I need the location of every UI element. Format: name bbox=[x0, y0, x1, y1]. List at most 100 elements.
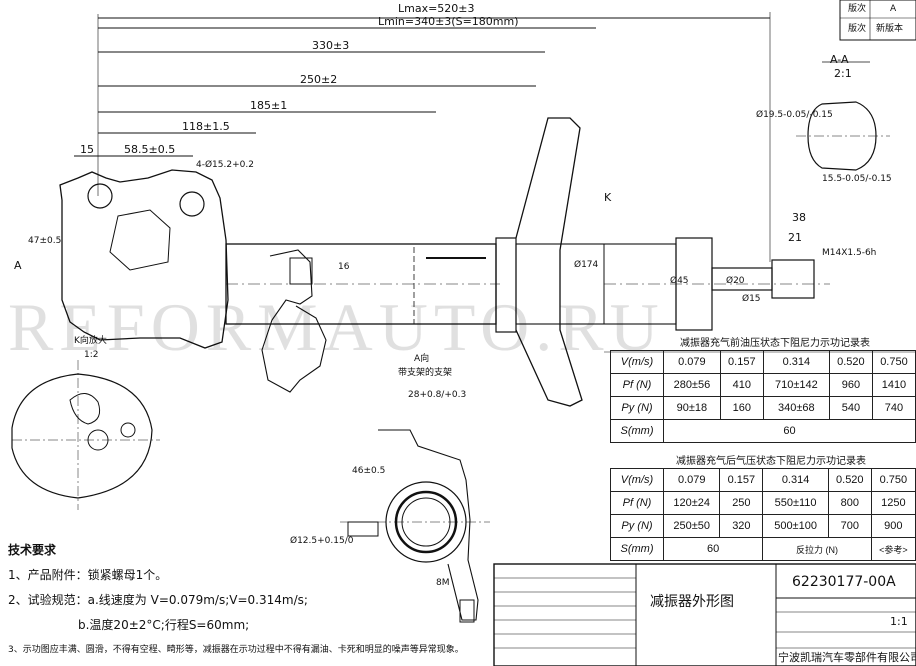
dim-38: 38 bbox=[792, 211, 806, 224]
dim-15: 15 bbox=[80, 143, 94, 156]
a-view-sub: 带支架的支架 bbox=[398, 368, 453, 378]
dim-174: Ø174 bbox=[574, 260, 599, 270]
table-cell: 1410 bbox=[871, 373, 916, 397]
table-cell: 0.314 bbox=[762, 468, 829, 492]
table-row: S(mm) 60 反拉力 (N) <参考> bbox=[610, 537, 916, 561]
part-number: 62230177-00A bbox=[792, 574, 896, 590]
view-k-marker: K bbox=[604, 191, 612, 204]
table-cell: V(m/s) bbox=[610, 350, 664, 374]
watermark: REFORMAUTO.RU bbox=[8, 289, 665, 365]
table-cell: Py (N) bbox=[610, 514, 664, 538]
technical-requirements: 技术要求 1、产品附件：锁紧螺母1个。 2、试验规范：a.线速度为 V=0.07… bbox=[8, 538, 464, 663]
dim-58: 58.5±0.5 bbox=[124, 143, 176, 156]
table-cell: S(mm) bbox=[610, 419, 664, 443]
table-cell: 160 bbox=[719, 396, 764, 420]
table-cell: 340±68 bbox=[762, 396, 830, 420]
k-view-label: K向放大 bbox=[74, 336, 107, 346]
table-row: Pf (N) 280±56 410 710±142 960 1410 bbox=[610, 373, 916, 397]
table-cell: Pf (N) bbox=[610, 373, 664, 397]
drawing-name: 减振器外形图 bbox=[650, 594, 734, 610]
table-cell: 0.520 bbox=[828, 350, 873, 374]
table-cell: 90±18 bbox=[663, 396, 721, 420]
table-cell: 0.520 bbox=[827, 468, 872, 492]
table2-title: 减振器充气后气压状态下阻尼力示功记录表 bbox=[676, 456, 866, 467]
table-cell: 250 bbox=[719, 491, 764, 515]
dim-lmin: Lmin=340±3(S=180mm) bbox=[378, 15, 519, 28]
table-cell: 120±24 bbox=[662, 491, 721, 515]
dim-185: 185±1 bbox=[250, 99, 288, 112]
table-cell: 0.750 bbox=[871, 350, 916, 374]
dim-118: 118±1.5 bbox=[182, 120, 230, 133]
table-cell: 0.079 bbox=[662, 468, 721, 492]
table-row: V(m/s) 0.079 0.157 0.314 0.520 0.750 bbox=[610, 468, 916, 492]
table-cell: 710±142 bbox=[762, 373, 830, 397]
table-cell: 250±50 bbox=[662, 514, 721, 538]
damping-table-2: V(m/s) 0.079 0.157 0.314 0.520 0.750 Pf … bbox=[610, 468, 916, 561]
table-cell: S(mm) bbox=[610, 537, 664, 561]
dim-250: 250±2 bbox=[300, 73, 338, 86]
dim-20: Ø20 bbox=[726, 276, 745, 286]
table-cell: 410 bbox=[719, 373, 764, 397]
company-name: 宁波凯瑞汽车零部件有限公司 bbox=[778, 651, 916, 664]
notes-title: 技术要求 bbox=[8, 543, 57, 557]
table-cell: 0.314 bbox=[762, 350, 830, 374]
dim-47: 47±0.5 bbox=[28, 236, 62, 246]
table-cell: 740 bbox=[871, 396, 916, 420]
table1-title: 减振器充气前油压状态下阻尼力示功记录表 bbox=[680, 338, 870, 349]
dim-lmax: Lmax=520±3 bbox=[398, 2, 475, 15]
table-cell: 320 bbox=[719, 514, 764, 538]
note-2b: b.温度20±2°C;行程S=60mm; bbox=[78, 618, 250, 632]
table-row: S(mm) 60 bbox=[610, 419, 916, 443]
table-cell: Pf (N) bbox=[610, 491, 664, 515]
table-cell: 反拉力 (N) bbox=[762, 537, 872, 561]
note-2: 2、试验规范：a.线速度为 V=0.079m/s;V=0.314m/s; bbox=[8, 593, 308, 607]
damping-table-1: V(m/s) 0.079 0.157 0.314 0.520 0.750 Pf … bbox=[610, 350, 916, 443]
table-cell: 550±110 bbox=[762, 491, 829, 515]
table-cell: 280±56 bbox=[663, 373, 721, 397]
section-aa-label: A-A bbox=[830, 53, 849, 66]
table-cell: 540 bbox=[828, 396, 873, 420]
table-cell: 900 bbox=[870, 514, 916, 538]
table-cell: 0.157 bbox=[719, 350, 764, 374]
dim-46: 46±0.5 bbox=[352, 466, 386, 476]
dim-hole: 4-Ø15.2+0.2 bbox=[196, 160, 254, 170]
dim-8m: 8M bbox=[436, 578, 450, 588]
dim-21: 21 bbox=[788, 231, 802, 244]
table-cell: 1250 bbox=[870, 491, 916, 515]
dim-195: Ø19.5-0.05/-0.15 bbox=[756, 110, 833, 120]
dim-125: Ø12.5+0.15/0 bbox=[290, 536, 354, 546]
table-cell: 60 bbox=[663, 419, 916, 443]
table-cell: <参考> bbox=[870, 537, 916, 561]
table-row: Pf (N) 120±24 250 550±110 800 1250 bbox=[610, 491, 916, 515]
dim-thread: M14X1.5-6h bbox=[822, 248, 877, 258]
dim-155: 15.5-0.05/-0.15 bbox=[822, 174, 892, 184]
view-a-marker: A bbox=[14, 259, 22, 272]
revision-value-1: A bbox=[890, 4, 897, 14]
table-cell: 0.079 bbox=[663, 350, 721, 374]
dim-330: 330±3 bbox=[312, 39, 350, 52]
note-3: 3、示功图应丰满、圆滑，不得有空程、畸形等，减振器在示功过程中不得有漏油、卡死和… bbox=[8, 645, 464, 655]
table-cell: V(m/s) bbox=[610, 468, 664, 492]
table-cell: Py (N) bbox=[610, 396, 664, 420]
table-row: V(m/s) 0.079 0.157 0.314 0.520 0.750 bbox=[610, 350, 916, 374]
section-scale: 2:1 bbox=[834, 67, 852, 80]
dim-15b: Ø15 bbox=[742, 294, 761, 304]
table-cell: 960 bbox=[828, 373, 873, 397]
revision-label-1: 版次 bbox=[848, 4, 867, 14]
revision-value-2: 新版本 bbox=[876, 24, 904, 34]
k-view-scale: 1:2 bbox=[84, 350, 99, 360]
dim-16: 16 bbox=[338, 262, 350, 272]
table-cell: 500±100 bbox=[762, 514, 829, 538]
drawing-scale: 1:1 bbox=[890, 615, 908, 628]
table-cell: 60 bbox=[662, 537, 764, 561]
revision-label-2: 版次 bbox=[848, 24, 867, 34]
dim-28: 28+0.8/+0.3 bbox=[408, 390, 467, 400]
table-cell: 0.750 bbox=[870, 468, 916, 492]
dim-45: Ø45 bbox=[670, 276, 689, 286]
a-view-label: A向 bbox=[414, 354, 430, 364]
table-cell: 0.157 bbox=[719, 468, 764, 492]
table-row: Py (N) 250±50 320 500±100 700 900 bbox=[610, 514, 916, 538]
note-1: 1、产品附件：锁紧螺母1个。 bbox=[8, 568, 168, 582]
table-row: Py (N) 90±18 160 340±68 540 740 bbox=[610, 396, 916, 420]
table-cell: 700 bbox=[827, 514, 872, 538]
